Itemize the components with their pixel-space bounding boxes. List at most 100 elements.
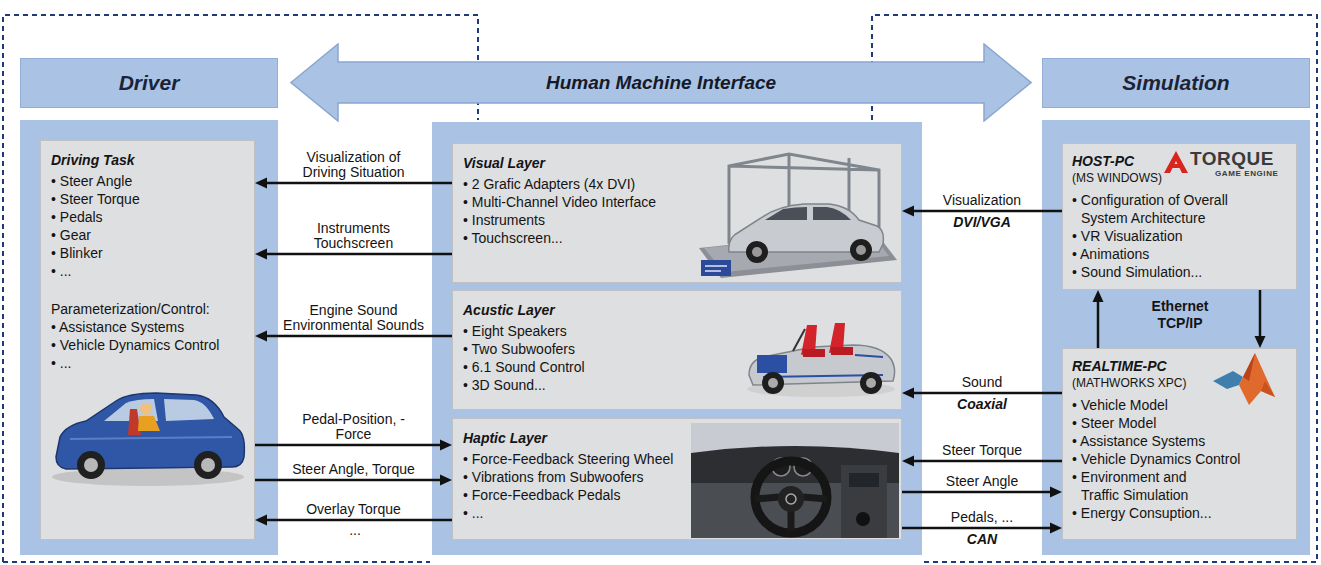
arrow-head <box>255 515 267 526</box>
cockpit-illustration <box>778 486 804 512</box>
system-subtitle: (MS WINDOWS) <box>1072 170 1288 186</box>
bullet-item: • ... <box>51 262 246 280</box>
signal-label: Instruments Touchscreen <box>299 221 409 251</box>
box-heading: Visual Layer <box>463 154 893 172</box>
interface-name: Coaxial <box>902 397 1062 412</box>
bullet-item: • ... <box>51 354 246 372</box>
box-heading: REALTIME-PC <box>1072 357 1288 375</box>
driver-box: Driving Task• Steer Angle• Steer Torque•… <box>40 140 255 540</box>
bullet-item: • Pedals <box>51 208 246 226</box>
signal-line <box>265 253 452 256</box>
torque-logo-icon <box>1164 151 1188 173</box>
column-header: Driver <box>20 58 278 108</box>
arrow-head <box>1093 290 1104 302</box>
arrow-head <box>255 331 267 342</box>
dashed-boundary <box>3 15 1317 562</box>
cockpit-illustration <box>755 461 827 533</box>
arrow-head <box>255 178 267 189</box>
cockpit-illustration <box>786 494 796 504</box>
bullet-item: • Steer Angle <box>51 172 246 190</box>
layer-box: Haptic Layer• Force-Feedback Steering Wh… <box>452 418 902 540</box>
column-panel <box>432 122 922 555</box>
column-header: Simulation <box>1042 58 1310 108</box>
sound-car-illustration <box>860 372 882 394</box>
box-heading: Acustic Layer <box>463 301 893 319</box>
bullet-item: • Assistance Systems <box>1072 432 1288 450</box>
bullet-item: • Assistance Systems <box>51 318 246 336</box>
bullet-item: • ... <box>463 504 893 522</box>
interface-name: CAN <box>902 532 1062 547</box>
bullet-item: • Environment and Traffic Simulation <box>1072 468 1222 504</box>
signal-line <box>265 182 452 185</box>
cockpit-illustration <box>691 423 899 538</box>
bullet-item: • Vehicle Model <box>1072 396 1288 414</box>
bullet-item: • Vehicle Dynamics Control <box>1072 450 1288 468</box>
sound-car-illustration <box>763 355 883 377</box>
bullet-item: • Steer Torque <box>51 190 246 208</box>
section-heading: Parameterization/Control: <box>51 300 246 318</box>
bullet-item: • Gear <box>51 226 246 244</box>
bullet-item: • Multi-Channel Video Interface <box>463 193 893 211</box>
car-illustration <box>70 437 232 439</box>
matlab-logo <box>1213 371 1243 389</box>
computer-box: REALTIME-PC(MATHWORKS XPC) • Vehicle Mode… <box>1062 348 1297 540</box>
signal-line <box>265 519 452 522</box>
signal-arrow <box>1093 290 1104 348</box>
bullet-item: • Force-Feedback Steering Wheel <box>463 450 893 468</box>
signal-label: Engine Sound Environmental Sounds <box>274 303 434 333</box>
signal-line <box>912 460 1062 463</box>
signal-label: Pedals, ... <box>905 510 1059 525</box>
matlab-logo <box>1213 351 1275 405</box>
layer-box: Acustic Layer• Eight Speakers• Two Subwo… <box>452 290 902 410</box>
matlab-logo <box>1239 353 1275 405</box>
sound-car-illustration <box>866 378 876 388</box>
car-illustration <box>201 458 215 472</box>
simulator-illustration <box>746 241 768 263</box>
signal-line <box>265 335 452 338</box>
arrow-head <box>902 206 914 217</box>
logo-text: TORQUE <box>1190 148 1274 170</box>
header-text: Simulation <box>1122 70 1229 96</box>
bullet-item: • 2 Grafic Adapters (4x DVI) <box>463 175 893 193</box>
box-heading: Driving Task <box>51 151 246 169</box>
signal-label: Steer Angle, Torque <box>258 462 449 477</box>
signal-arrow <box>1255 290 1266 348</box>
car-illustration <box>84 458 98 472</box>
sound-car-illustration <box>757 355 787 373</box>
bullet-item: • Two Subwoofers <box>463 340 893 358</box>
system-subtitle: (MATHWORKS XPC) <box>1072 375 1288 391</box>
torque-logo-icon <box>1172 164 1180 168</box>
logo-subtext: GAME ENGINE <box>1215 169 1279 179</box>
simulator-illustration <box>850 239 872 261</box>
bullet-item: • Vehicle Dynamics Control <box>51 336 246 354</box>
cockpit-illustration <box>849 473 879 487</box>
signal-line <box>902 491 1052 494</box>
bullet-item: • 3D Sound... <box>463 376 893 394</box>
arrow-head <box>1050 523 1062 534</box>
sound-car-illustration <box>768 378 778 388</box>
torque-logo-icon <box>1164 151 1189 174</box>
simulator-illustration <box>701 260 731 276</box>
interface-text: Human Machine Interface <box>546 71 776 95</box>
dashed-boundary <box>3 561 430 563</box>
simulator-illustration <box>699 148 897 280</box>
simulator-illustration <box>705 266 727 271</box>
bullet-item: • Animations <box>1072 245 1288 263</box>
bullet-item: • Touchscreen... <box>463 229 893 247</box>
signal-label: Pedal-Position, -Force <box>294 412 414 442</box>
signal-label: Overlay Torque <box>258 502 449 517</box>
column-panel <box>20 120 278 555</box>
car-illustration <box>77 451 105 479</box>
car-illustration <box>164 399 214 421</box>
bullet-item: • Configuration of Overall System Archit… <box>1072 191 1262 227</box>
signal-line <box>1259 290 1262 338</box>
double-arrow-shape <box>291 44 1031 121</box>
bullet-item: • Instruments <box>463 211 893 229</box>
arrow-head <box>440 440 452 451</box>
signal-line <box>255 479 442 482</box>
signal-line <box>912 392 1062 395</box>
signal-line <box>902 527 1052 530</box>
bullet-item: • Sound Simulation... <box>1072 263 1288 281</box>
signal-label: Sound <box>905 375 1059 390</box>
